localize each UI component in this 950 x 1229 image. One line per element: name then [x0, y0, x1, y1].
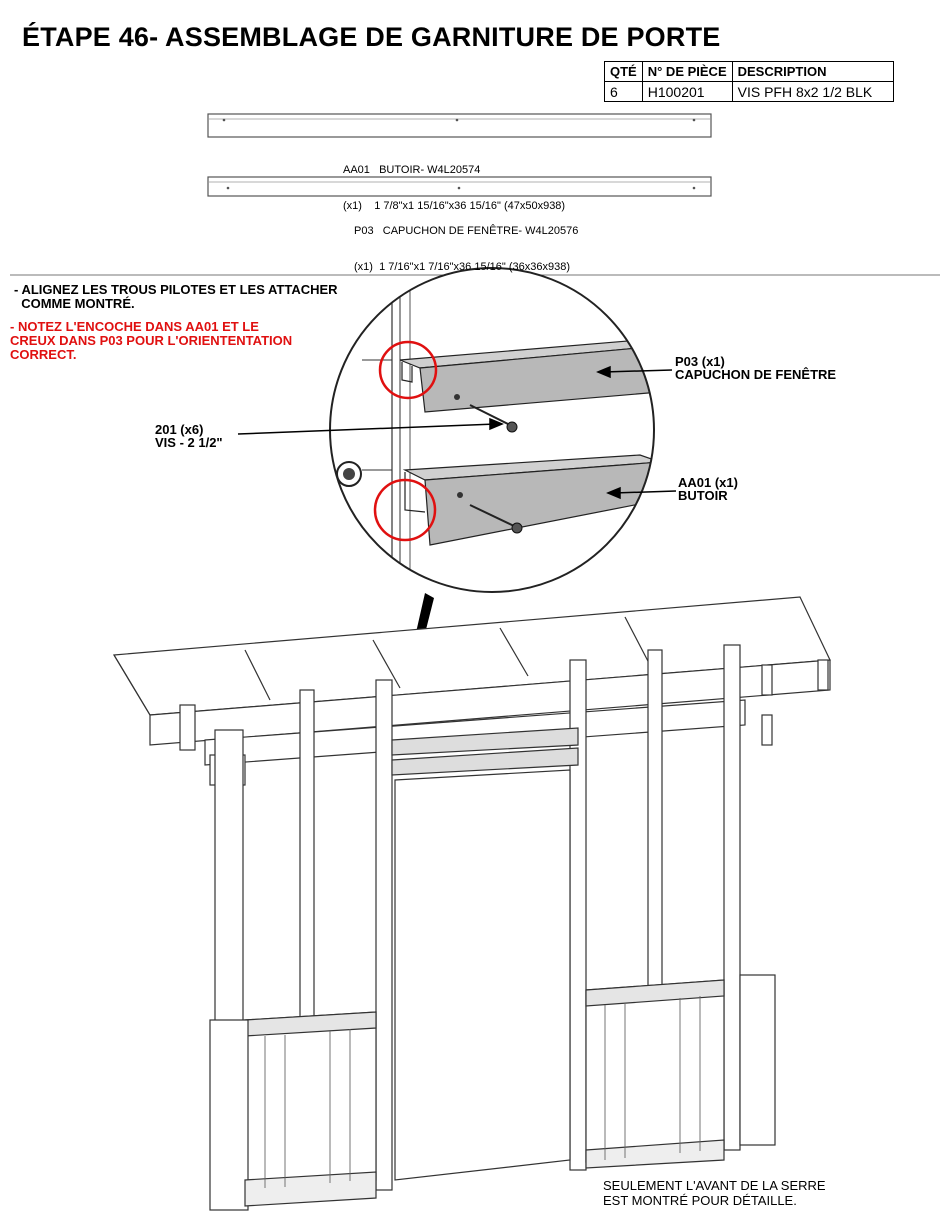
part-qty: (x1): [354, 261, 373, 273]
header-qty: QTÉ: [604, 61, 643, 82]
cell-description: VIS PFH 8x2 1/2 BLK: [731, 81, 894, 102]
part-label-p03: P03 CAPUCHON DE FENÊTRE- W4L20576 (x1) 1…: [354, 201, 578, 285]
instruction-notes: - ALIGNEZ LES TROUS PILOTES ET LES ATTAC…: [14, 283, 338, 311]
instruction-notes-red: - NOTEZ L'ENCOCHE DANS AA01 ET LE CREUX …: [10, 320, 292, 362]
panel-slats: [264, 996, 701, 1188]
table-row: 6 H100201 VIS PFH 8x2 1/2 BLK: [604, 81, 894, 102]
callout-line: P03 (x1): [675, 354, 725, 369]
part-dims: 1 7/8"x1 15/16"x36 15/16" (47x50x938): [374, 200, 566, 212]
cell-part-number: H100201: [641, 81, 733, 102]
part-label-aa01: AA01 BUTOIR- W4L20574 (x1) 1 7/8"x1 15/1…: [343, 140, 565, 224]
note-line: COMME MONTRÉ.: [14, 296, 135, 311]
notch-highlight-top: [378, 340, 438, 400]
part-name: CAPUCHON DE FENÊTRE- W4L20576: [382, 225, 579, 237]
part-dims: 1 7/16"x1 7/16"x36 15/16" (36x36x938): [379, 261, 570, 273]
notch-highlight-bottom: [373, 478, 437, 542]
note-red-line: CREUX DANS P03 POUR L'ORIENTENTATION: [10, 333, 293, 348]
part-p03-drawing: [207, 176, 712, 197]
callout-line: AA01 (x1): [678, 475, 738, 490]
callout-aa01: AA01 (x1) BUTOIR: [678, 476, 738, 502]
leader-arrows: [237, 365, 677, 500]
footnote-line: EST MONTRÉ POUR DÉTAILLE.: [603, 1193, 797, 1208]
part-name: BUTOIR- W4L20574: [379, 164, 481, 176]
parts-table-header: QTÉ N° DE PIÈCE DESCRIPTION: [604, 61, 894, 82]
callout-line: 201 (x6): [155, 422, 204, 437]
footnote-line: SEULEMENT L'AVANT DE LA SERRE: [603, 1178, 826, 1193]
part-qty: (x1): [343, 200, 362, 212]
zoom-detail: [329, 267, 655, 593]
callout-line: BUTOIR: [678, 488, 728, 503]
footnote: SEULEMENT L'AVANT DE LA SERRE EST MONTRÉ…: [603, 1178, 826, 1208]
note-red-line: - NOTEZ L'ENCOCHE DANS AA01 ET LE: [10, 319, 259, 334]
callout-line: CAPUCHON DE FENÊTRE: [675, 367, 837, 382]
page-title: ÉTAPE 46- ASSEMBLAGE DE GARNITURE DE POR…: [22, 22, 721, 52]
part-aa01-drawing: [207, 113, 712, 138]
part-id: AA01: [343, 164, 370, 176]
note-line: - ALIGNEZ LES TROUS PILOTES ET LES ATTAC…: [14, 282, 338, 297]
part-id: P03: [354, 225, 374, 237]
greenhouse-front-frame: [112, 596, 831, 1211]
parts-table: QTÉ N° DE PIÈCE DESCRIPTION 6 H100201 VI…: [604, 61, 894, 102]
callout-screw: 201 (x6) VIS - 2 1/2": [155, 423, 223, 449]
note-red-line: CORRECT.: [10, 347, 77, 362]
callout-p03: P03 (x1) CAPUCHON DE FENÊTRE: [675, 355, 836, 381]
callout-line: VIS - 2 1/2": [155, 435, 223, 450]
